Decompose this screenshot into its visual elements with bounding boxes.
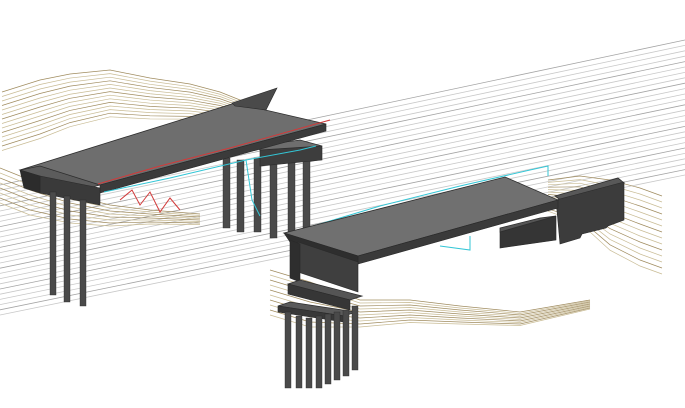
survey-line (0, 88, 685, 233)
survey-line (0, 115, 685, 259)
survey-line (0, 82, 685, 227)
contour-line (0, 202, 201, 227)
alignment-lines (97, 119, 549, 251)
pile (63, 195, 71, 303)
survey-line (0, 109, 685, 253)
lower-right-abutment-step-front (287, 283, 351, 311)
survey-line (0, 120, 685, 264)
lower-right-bridge (277, 176, 625, 389)
pile (324, 313, 332, 385)
contour-line (0, 187, 201, 221)
alignment-cyan-drop (245, 159, 261, 217)
upper-left-bridge (18, 87, 327, 307)
pile (236, 159, 245, 233)
pile (79, 199, 87, 307)
survey-line (0, 93, 685, 238)
alignment-red-curve (119, 189, 181, 213)
lower-right-far-abutment-front (555, 181, 625, 245)
upper-left-piles-front (49, 191, 87, 307)
alignment-cyan-right-low (439, 236, 471, 251)
alignment-cyan-right (299, 165, 549, 231)
pile (295, 315, 303, 389)
upper-left-end-slab (231, 87, 278, 111)
survey-line (0, 131, 685, 274)
pile (315, 315, 323, 389)
survey-line (0, 72, 685, 217)
upper-left-abutment-end (19, 169, 41, 194)
survey-line (0, 104, 685, 248)
lower-right-abutment-wing (289, 239, 301, 283)
pile (284, 311, 292, 389)
upper-left-piles-back (222, 153, 311, 239)
survey-line (0, 126, 685, 269)
pile (351, 305, 359, 371)
lower-right-far-cap-top (499, 215, 557, 233)
pile (302, 153, 311, 235)
pile (49, 191, 57, 296)
survey-line (0, 142, 685, 285)
alignment-red (97, 119, 331, 185)
contour-line (269, 289, 591, 319)
contour-line (0, 182, 201, 219)
pile (305, 317, 313, 389)
pile (253, 157, 262, 233)
survey-line (0, 77, 685, 222)
contour-line (269, 269, 591, 313)
survey-line (0, 136, 685, 279)
pile (222, 157, 231, 229)
lower-right-piles (284, 305, 359, 389)
pile (333, 311, 341, 381)
contour-line (0, 197, 201, 224)
pile (342, 309, 350, 377)
pile (269, 155, 278, 239)
survey-line (0, 99, 685, 243)
pile (287, 153, 296, 239)
contour-line (1, 69, 281, 123)
contour-line (0, 192, 201, 222)
